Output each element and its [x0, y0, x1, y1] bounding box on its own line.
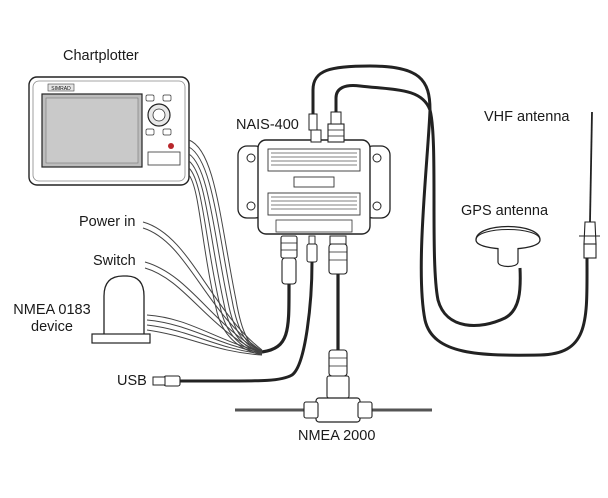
nais-400-label: NAIS-400: [236, 117, 299, 133]
antenna-cables: [311, 64, 589, 357]
switch-label: Switch: [93, 253, 136, 269]
nmea0183-device: [91, 275, 151, 344]
chartplotter-label: Chartplotter: [63, 48, 139, 64]
chartplotter-brand: SIMRAD: [51, 86, 71, 92]
nmea0183-label-line2: device: [31, 319, 73, 335]
vhf-antenna-label: VHF antenna: [484, 109, 570, 125]
usb-label: USB: [117, 373, 147, 389]
vhf-antenna: [579, 111, 600, 259]
chartplotter-device: SIMRAD: [28, 76, 190, 186]
nais-bottom-cables: [179, 235, 348, 383]
power-in-label: Power in: [79, 214, 136, 230]
nmea2000-backbone: [235, 349, 432, 423]
nmea2000-label: NMEA 2000: [298, 428, 376, 444]
gps-antenna: [475, 225, 541, 268]
usb-plug: [152, 375, 181, 387]
power-led-icon: [168, 143, 174, 149]
nmea0183-device-label: NMEA 0183 device: [8, 302, 96, 336]
nmea0183-label-line1: NMEA 0183: [13, 302, 91, 318]
wire-bundle: [142, 139, 263, 356]
gps-antenna-label: GPS antenna: [461, 203, 549, 219]
nais-400-unit: [237, 111, 391, 235]
